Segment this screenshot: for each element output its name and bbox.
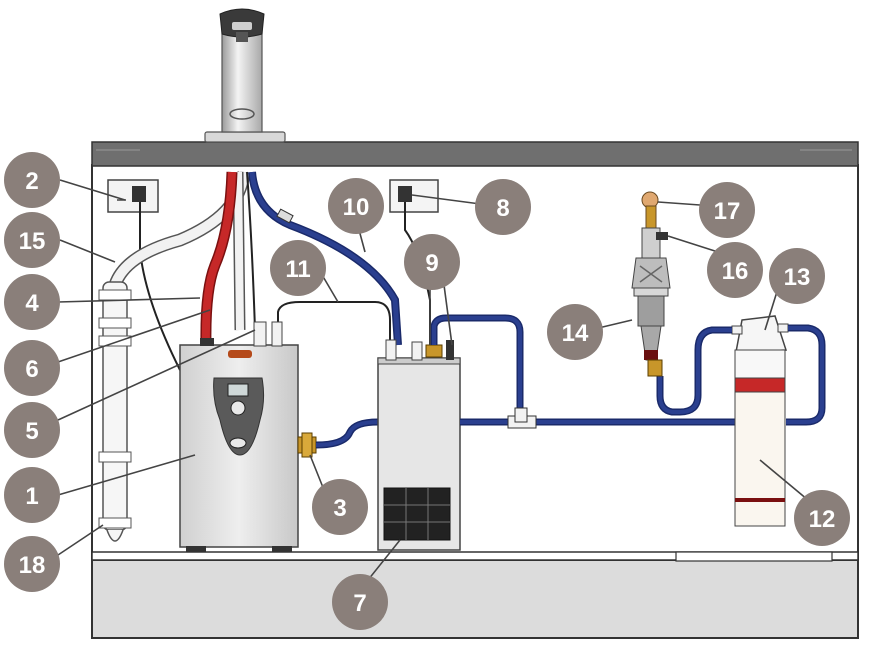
callouts: 2 15 4 6 5 1 18 3 7 8 10 9 11 14 17 16 1… [4,152,850,630]
callout-8: 8 [475,179,531,235]
callout-18: 18 [4,536,60,592]
callout-4: 4 [4,274,60,330]
socket-left [107,179,159,213]
svg-text:5: 5 [25,418,38,445]
svg-text:1: 1 [25,483,38,510]
svg-text:10: 10 [343,194,370,221]
svg-text:15: 15 [19,228,46,255]
callout-1: 1 [4,467,60,523]
chiller-unit [377,339,461,551]
pressure-valve-assembly [631,191,671,377]
svg-text:9: 9 [425,250,438,277]
callout-7: 7 [332,574,388,630]
svg-text:11: 11 [285,256,310,283]
svg-text:16: 16 [722,258,749,285]
cabinet-shelf-edge [91,551,859,561]
svg-text:8: 8 [496,195,509,222]
drain-tube [98,281,132,542]
svg-text:3: 3 [333,495,346,522]
callout-16: 16 [707,242,763,298]
svg-text:2: 2 [25,168,38,195]
callout-5: 5 [4,402,60,458]
svg-text:14: 14 [562,320,589,347]
callout-13: 13 [769,248,825,304]
callout-14: 14 [547,304,603,360]
callout-3: 3 [312,479,368,535]
callout-9: 9 [404,234,460,290]
boiler-tank [179,321,299,552]
water-filter [731,315,789,527]
leader-lines [57,179,809,591]
cabinet-plinth [91,559,859,639]
svg-text:13: 13 [784,264,811,291]
t-junction [507,407,537,429]
callout-12: 12 [794,490,850,546]
svg-text:17: 17 [714,198,741,225]
callout-10: 10 [328,178,384,234]
svg-text:12: 12 [809,506,836,533]
callout-2: 2 [4,152,60,208]
svg-text:18: 18 [19,552,46,579]
svg-text:6: 6 [25,356,38,383]
tap [204,8,286,143]
callout-11: 11 [270,240,326,296]
chiller-inlet-valve [425,344,443,358]
callout-15: 15 [4,212,60,268]
callout-17: 17 [699,182,755,238]
callout-6: 6 [4,340,60,396]
svg-text:7: 7 [353,590,366,617]
worktop [91,141,859,167]
boiler-inlet-valve [297,432,317,458]
svg-text:4: 4 [25,290,39,317]
